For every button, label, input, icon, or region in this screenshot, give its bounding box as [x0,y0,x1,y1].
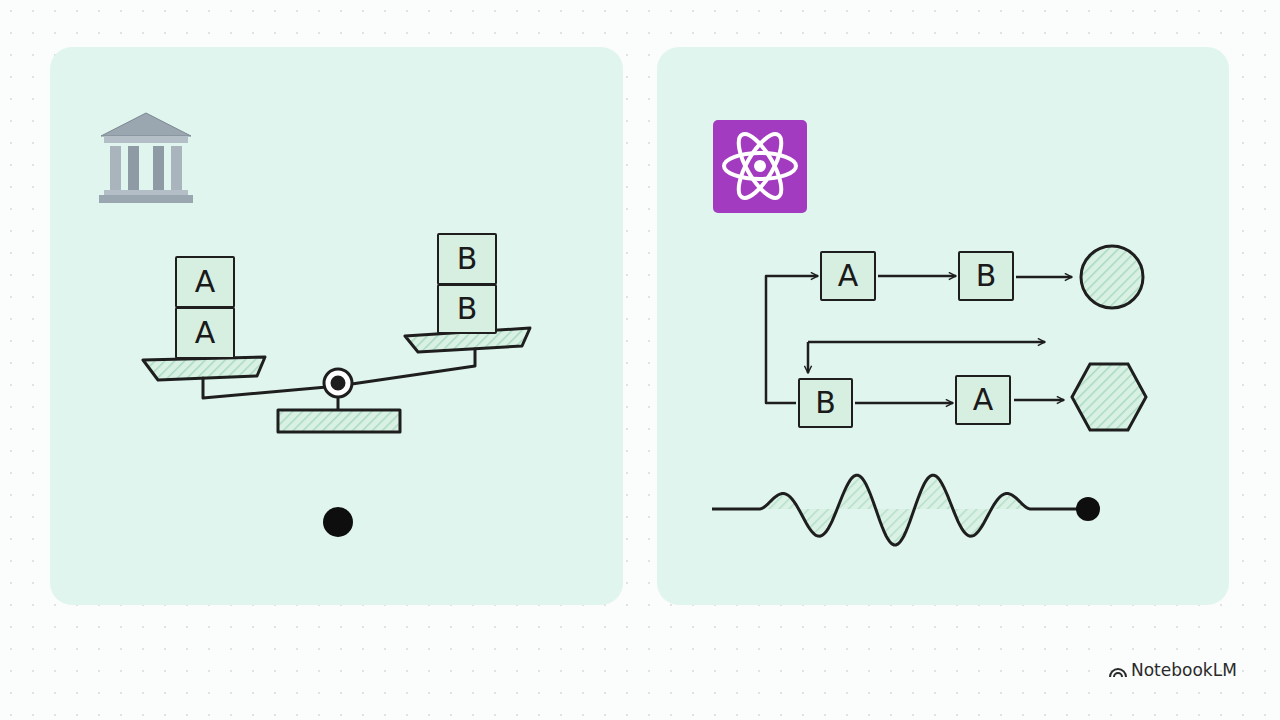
outcome-circle [1081,246,1143,308]
result-arrow [1014,399,1064,402]
bank-icon [99,113,193,203]
letter-box: A [175,307,235,359]
dot [323,507,353,537]
notebooklm-logo [1110,669,1126,677]
flow-arrow [855,402,953,405]
left-panel [50,47,623,605]
reorder-arrow [808,342,1045,373]
box-letter: A [838,261,859,291]
wave [712,475,1088,545]
outcome-hexagon [1072,364,1146,430]
result-arrow [1016,276,1072,279]
letter-box: B [437,233,497,285]
letter-box: A [175,256,235,308]
box-letter: B [815,388,836,418]
atom-icon [713,120,807,213]
flow-arrow [878,275,956,278]
box-letter: A [195,267,216,297]
right-panel [657,47,1229,605]
letter-box: B [798,378,853,428]
box-letter: B [457,244,478,274]
box-letter: A [973,385,994,415]
letter-box: A [820,251,876,301]
letter-box: B [958,251,1014,301]
letter-box: B [437,284,497,334]
box-letter: B [457,294,478,324]
box-letter: B [976,261,997,291]
box-letter: A [195,318,216,348]
watermark: NotebookLM [1131,660,1237,680]
letter-box: A [955,375,1011,425]
wave-dot [1076,497,1100,521]
